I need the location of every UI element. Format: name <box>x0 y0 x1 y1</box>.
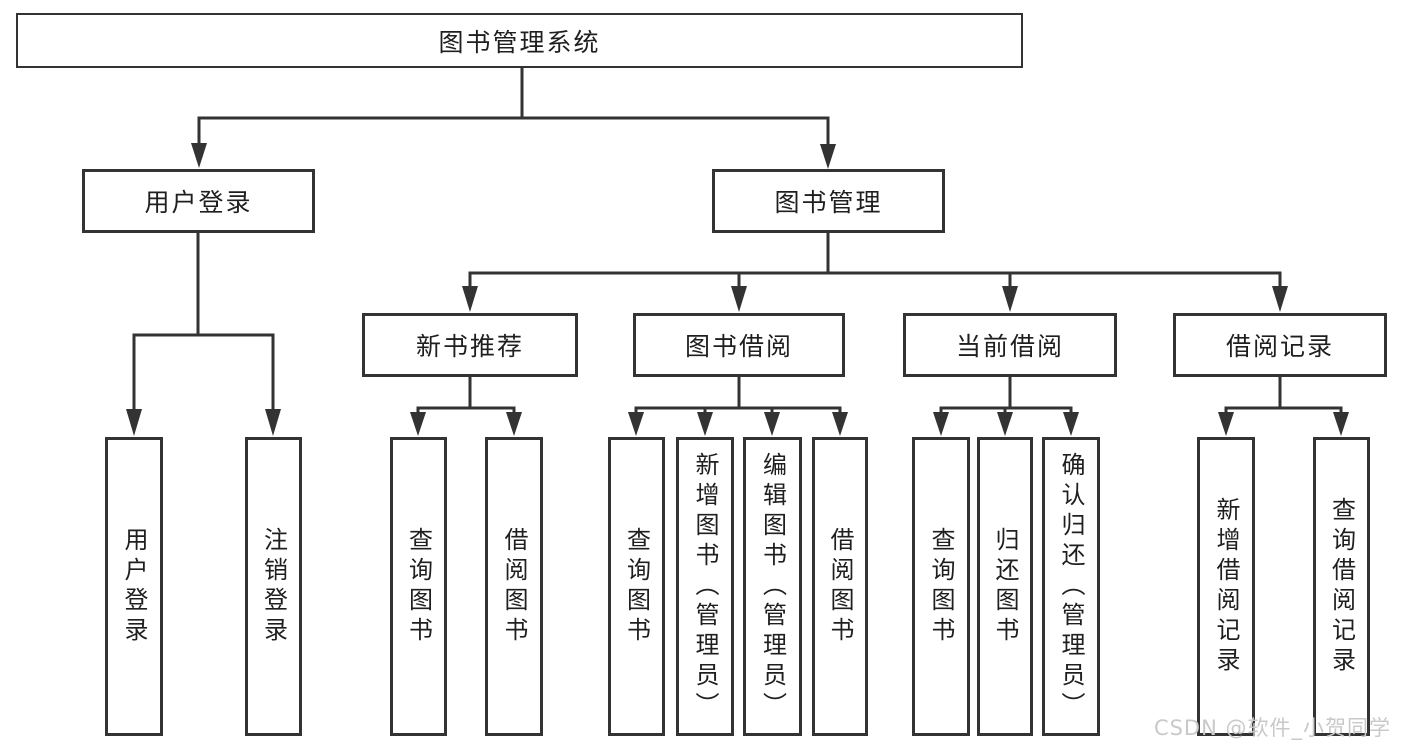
leaf-query-book: 查询图书 <box>390 437 447 736</box>
leaf-add-book-admin: 新增图书（管理员） <box>676 437 734 736</box>
node-book-borrow-label: 图书借阅 <box>684 332 793 361</box>
leaf-query-borrow-record: 查询借阅记录 <box>1313 437 1370 736</box>
node-root-label: 图书管理系统 <box>438 27 601 57</box>
leaf-add-borrow-record: 新增借阅记录 <box>1197 437 1255 736</box>
node-user-login-label: 用户登录 <box>144 188 253 217</box>
leaf-user-login: 用户登录 <box>105 437 163 736</box>
node-root: 图书管理系统 <box>16 13 1023 68</box>
leaf-return-book: 归还图书 <box>977 437 1033 736</box>
leaf-borrow-book: 借阅图书 <box>485 437 543 736</box>
node-current-borrow: 当前借阅 <box>903 313 1117 377</box>
node-new-book-recommend-label: 新书推荐 <box>415 332 524 361</box>
node-current-borrow-label: 当前借阅 <box>955 332 1064 361</box>
watermark: CSDN @软件_小贺同学 <box>1153 716 1391 740</box>
node-book-borrow: 图书借阅 <box>633 313 845 377</box>
node-borrow-records: 借阅记录 <box>1173 313 1387 377</box>
leaf-edit-book-admin: 编辑图书（管理员） <box>743 437 802 736</box>
node-book-management: 图书管理 <box>712 169 945 233</box>
leaf-confirm-return-admin: 确认归还（管理员） <box>1042 437 1100 736</box>
leaf-query-book-3: 查询图书 <box>912 437 970 736</box>
leaf-query-book-2: 查询图书 <box>608 437 665 736</box>
node-borrow-records-label: 借阅记录 <box>1225 332 1334 361</box>
node-book-management-label: 图书管理 <box>774 188 883 217</box>
leaf-borrow-book-2: 借阅图书 <box>812 437 868 736</box>
leaf-logout: 注销登录 <box>245 437 302 736</box>
node-new-book-recommend: 新书推荐 <box>362 313 578 377</box>
node-user-login: 用户登录 <box>82 169 315 233</box>
